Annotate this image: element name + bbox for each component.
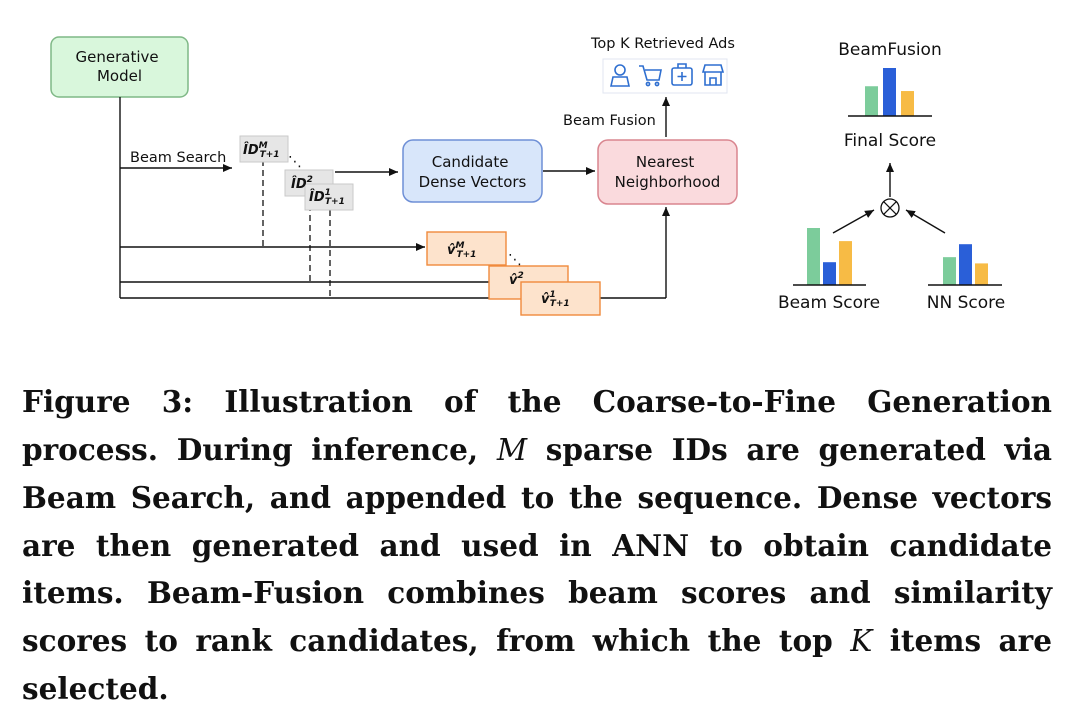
nn-score-green-bar (943, 257, 956, 285)
candidate-dense-vectors-box: Candidate Dense Vectors (402, 139, 543, 203)
v-2-base: v̂ (509, 273, 518, 288)
v-1-base: v̂ (541, 292, 550, 307)
otimes-icon (880, 198, 900, 218)
final-score-blue-bar (883, 68, 896, 116)
generative-model-label: Generative Model (76, 48, 164, 85)
nearest-line2: Neighborhood (615, 173, 721, 191)
top-k-label: Top K Retrieved Ads (590, 36, 735, 52)
id-1-base: ÎD (309, 189, 325, 205)
v-m-base: v̂ (447, 243, 456, 258)
generative-model-line1: Generative (76, 48, 159, 66)
beam-fusion-label: Beam Fusion (563, 113, 656, 129)
final-score-label: Final Score (844, 131, 936, 151)
nn-score-bars (943, 244, 988, 285)
id-m-sup: M (259, 141, 268, 151)
v-m-sub: T+1 (456, 250, 476, 260)
id-ellipsis: ⋱ (288, 154, 302, 170)
id-m-base: ÎD (243, 142, 259, 158)
caption-m-symbol: M (496, 432, 528, 467)
nearest-neighborhood-label: Nearest Neighborhood (615, 153, 721, 191)
beamfusion-title: BeamFusion (838, 40, 941, 60)
beam-score-label: Beam Score (778, 293, 880, 313)
candidate-dense-vectors-label: Candidate Dense Vectors (419, 153, 527, 191)
generative-model-line2: Model (97, 67, 142, 85)
beam-score-blue-bar (823, 262, 836, 285)
v-1-sub: T+1 (550, 299, 570, 309)
nn-score-blue-bar (959, 244, 972, 285)
generative-model-box: Generative Model (50, 36, 189, 98)
v-m-sup: M (455, 241, 464, 251)
final-score-green-bar (865, 86, 878, 116)
id-m-sub: T+1 (260, 150, 280, 160)
final-score-bars (865, 68, 914, 116)
fusion-arrows (832, 163, 946, 234)
v-ellipsis: ⋱ (508, 252, 522, 268)
candidate-line1: Candidate (432, 153, 509, 171)
medical-bag-icon (671, 63, 693, 86)
candidate-line2: Dense Vectors (419, 173, 527, 191)
nn-score-label: NN Score (927, 293, 1005, 313)
beam-score-orange-bar (839, 241, 852, 285)
final-score-orange-bar (901, 91, 914, 116)
nearest-line1: Nearest (636, 153, 695, 171)
v-1-sup: 1 (549, 290, 555, 300)
person-icon (610, 64, 630, 87)
id-2-base: ÎD (291, 176, 307, 192)
id-2-label: ÎD2 (291, 175, 313, 192)
id-2-sup: 2 (307, 175, 313, 185)
v-2-sup: 2 (517, 271, 523, 281)
nearest-neighborhood-box: Nearest Neighborhood (597, 139, 738, 205)
nn-score-orange-bar (975, 263, 988, 285)
v-2-label: v̂2 (509, 271, 524, 288)
retrieved-ads-icons (602, 58, 728, 94)
id-1-sub: T+1 (325, 197, 345, 207)
caption-text-1: Illustration of the Coarse-to-Fine Gener… (22, 384, 1052, 467)
figure-label: Figure 3: (22, 384, 194, 419)
cart-icon (639, 65, 662, 87)
id-1-sup: 1 (325, 188, 331, 198)
caption-k-symbol: K (850, 623, 873, 658)
caption-text-2: sparse IDs are generated via Beam Search… (22, 431, 1052, 658)
beam-search-label: Beam Search (130, 150, 226, 166)
store-icon (701, 64, 725, 86)
beam-score-bars (807, 228, 852, 285)
connector-lines (119, 97, 670, 299)
figure-caption: Figure 3: Illustration of the Coarse-to-… (22, 378, 1052, 713)
beam-score-green-bar (807, 228, 820, 285)
